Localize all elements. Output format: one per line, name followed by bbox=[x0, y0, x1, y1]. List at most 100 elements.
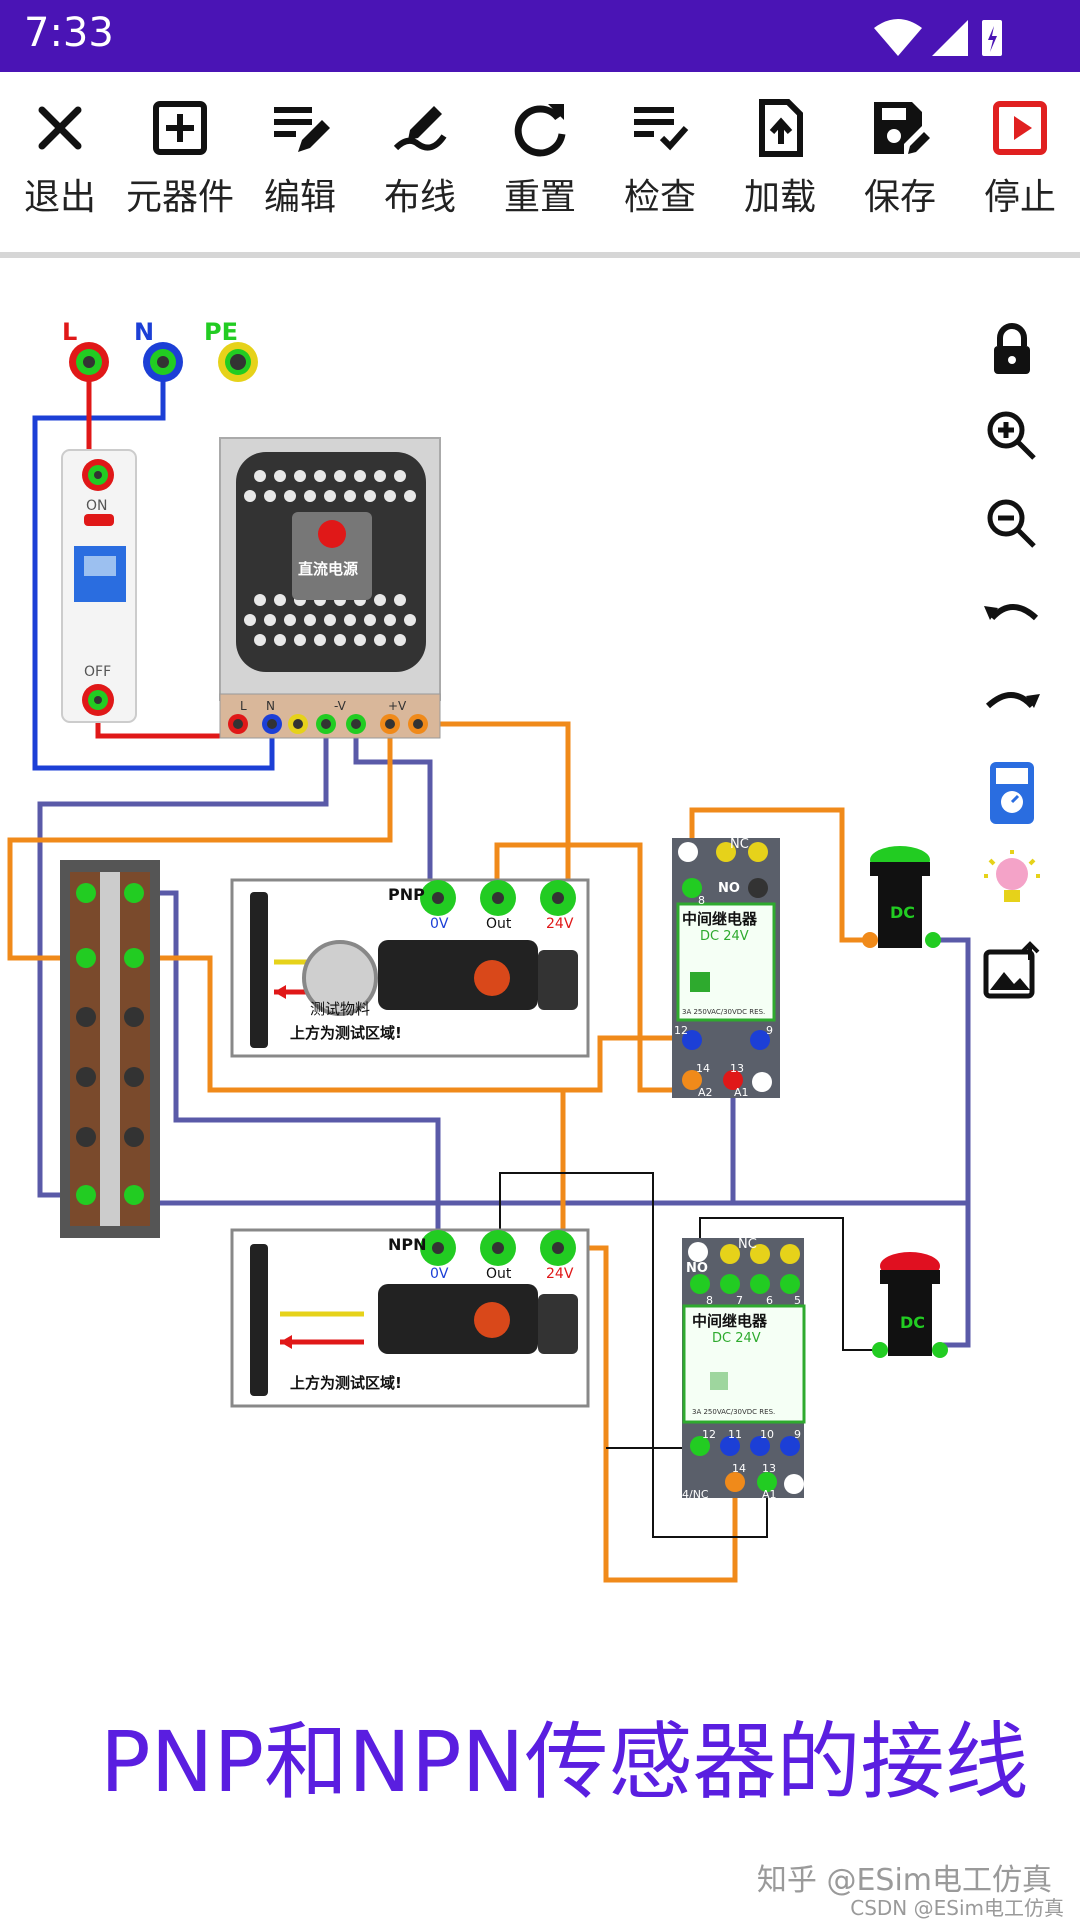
pnp-test-area-label: 上方为测试区域! bbox=[290, 1024, 402, 1042]
watermark-zhihu: 知乎 @ESim电工仿真 bbox=[756, 1863, 1052, 1898]
save-edit-icon bbox=[874, 102, 930, 154]
wiring-button[interactable]: 布线 bbox=[360, 96, 480, 236]
pnp-pin-0v: 0V bbox=[430, 916, 449, 932]
wiring-label: 布线 bbox=[383, 177, 456, 218]
relay2-pin11: 11 bbox=[728, 1428, 742, 1441]
relay2-pin12: 12 bbox=[702, 1428, 716, 1441]
psu-name: 直流电源 bbox=[298, 560, 358, 578]
pnp-type-label: PNP bbox=[388, 885, 425, 904]
lock-icon bbox=[994, 323, 1030, 374]
upload-file-icon bbox=[759, 99, 803, 157]
multimeter-button[interactable] bbox=[978, 758, 1046, 826]
relay2-pin6: 6 bbox=[766, 1294, 773, 1307]
checklist-icon bbox=[634, 107, 689, 151]
relay2-pin7: 7 bbox=[736, 1294, 743, 1307]
zoom-out-button[interactable] bbox=[978, 490, 1046, 558]
check-label: 检查 bbox=[623, 177, 696, 218]
draw-icon bbox=[393, 106, 447, 151]
lamp-red[interactable] bbox=[872, 1252, 948, 1358]
npn-sensor[interactable] bbox=[230, 1228, 590, 1408]
pnp-pin-out: Out bbox=[486, 916, 512, 932]
close-icon bbox=[38, 106, 82, 150]
multimeter-icon bbox=[990, 762, 1034, 824]
npn-type-label: NPN bbox=[388, 1235, 427, 1254]
relay1-rating: 3A 250VAC/30VDC RES. bbox=[682, 1008, 765, 1016]
canvas-sidebar bbox=[978, 310, 1046, 1030]
zoom-out-icon bbox=[987, 499, 1036, 548]
label-N: N bbox=[134, 318, 154, 346]
circuit-canvas[interactable]: L N PE ON OFF bbox=[0, 258, 1080, 1920]
psu-terminal-plus: +V bbox=[388, 699, 407, 713]
reset-label: 重置 bbox=[503, 177, 576, 218]
relay-1[interactable] bbox=[672, 838, 780, 1098]
components-label: 元器件 bbox=[125, 177, 234, 218]
save-button[interactable]: 保存 bbox=[840, 96, 960, 236]
relay1-pinA1: A1 bbox=[734, 1086, 749, 1099]
lamp-green[interactable] bbox=[862, 846, 941, 948]
wires-negative bbox=[37, 724, 971, 1348]
circuit-breaker[interactable] bbox=[61, 449, 137, 723]
relay1-pin8: 8 bbox=[698, 894, 705, 907]
lamp-green-label: DC bbox=[890, 903, 915, 922]
edit-list-icon bbox=[274, 107, 330, 152]
add-box-icon bbox=[153, 101, 207, 155]
wires-neutral bbox=[32, 362, 275, 771]
bulb-icon bbox=[984, 850, 1040, 902]
npn-pin-0v: 0V bbox=[430, 1266, 449, 1282]
status-time: 7:33 bbox=[24, 10, 114, 56]
exit-label: 退出 bbox=[23, 177, 96, 218]
npn-pin-24v: 24V bbox=[546, 1266, 574, 1282]
redo-button[interactable] bbox=[978, 670, 1046, 738]
edit-button[interactable]: 编辑 bbox=[240, 96, 360, 236]
relay2-pin10: 10 bbox=[760, 1428, 774, 1441]
undo-icon bbox=[984, 604, 1039, 621]
exit-button[interactable]: 退出 bbox=[0, 96, 120, 236]
pnp-material-label: 测试物料 bbox=[310, 1000, 370, 1018]
load-button[interactable]: 加载 bbox=[720, 96, 840, 236]
relay2-nc: NC bbox=[738, 1237, 757, 1252]
edit-label: 编辑 bbox=[263, 177, 336, 218]
stop-label: 停止 bbox=[983, 177, 1056, 218]
npn-pin-out: Out bbox=[486, 1266, 512, 1282]
relay1-pinA2: A2 bbox=[698, 1086, 713, 1099]
image-icon bbox=[983, 941, 1040, 999]
relay2-pin4nc: 4/NC bbox=[682, 1488, 709, 1501]
npn-test-area-label: 上方为测试区域! bbox=[290, 1374, 402, 1392]
label-PE: PE bbox=[204, 318, 238, 346]
relay1-voltage: DC 24V bbox=[700, 929, 749, 944]
relay-2[interactable] bbox=[682, 1238, 806, 1498]
relay2-pin8: 8 bbox=[706, 1294, 713, 1307]
image-button[interactable] bbox=[978, 938, 1046, 1006]
refresh-icon bbox=[514, 104, 566, 157]
relay1-pin14: 14 bbox=[696, 1062, 710, 1075]
zoom-in-button[interactable] bbox=[978, 402, 1046, 470]
zoom-in-icon bbox=[987, 411, 1036, 460]
check-button[interactable]: 检查 bbox=[600, 96, 720, 236]
watermark-csdn: CSDN @ESim电工仿真 bbox=[850, 1896, 1064, 1920]
breaker-on-label: ON bbox=[86, 498, 108, 514]
relay2-no: NO bbox=[686, 1261, 708, 1276]
wires-positive bbox=[7, 721, 870, 1583]
relay2-voltage: DC 24V bbox=[712, 1331, 761, 1346]
components-button[interactable]: 元器件 bbox=[120, 96, 240, 236]
bulb-button[interactable] bbox=[978, 846, 1046, 914]
relay1-nc: NC bbox=[730, 837, 749, 852]
stop-play-icon bbox=[993, 101, 1047, 155]
terminal-block[interactable] bbox=[60, 860, 160, 1238]
save-label: 保存 bbox=[863, 177, 936, 218]
relay2-pin13: 13 bbox=[762, 1462, 776, 1475]
relay1-title: 中间继电器 bbox=[682, 910, 758, 928]
relay1-no: NO bbox=[718, 881, 740, 896]
reset-button[interactable]: 重置 bbox=[480, 96, 600, 236]
status-bar: 7:33 bbox=[0, 0, 1080, 72]
undo-button[interactable] bbox=[978, 582, 1046, 650]
source-terminals bbox=[69, 342, 258, 382]
stop-button[interactable]: 停止 bbox=[960, 96, 1080, 236]
lock-button[interactable] bbox=[978, 316, 1046, 384]
pnp-pin-24v: 24V bbox=[546, 916, 574, 932]
dc-power-supply[interactable] bbox=[219, 437, 441, 739]
redo-icon bbox=[985, 692, 1040, 709]
status-icons bbox=[874, 19, 1002, 56]
psu-terminal-L: L bbox=[240, 699, 247, 713]
pnp-sensor[interactable] bbox=[230, 878, 590, 1058]
